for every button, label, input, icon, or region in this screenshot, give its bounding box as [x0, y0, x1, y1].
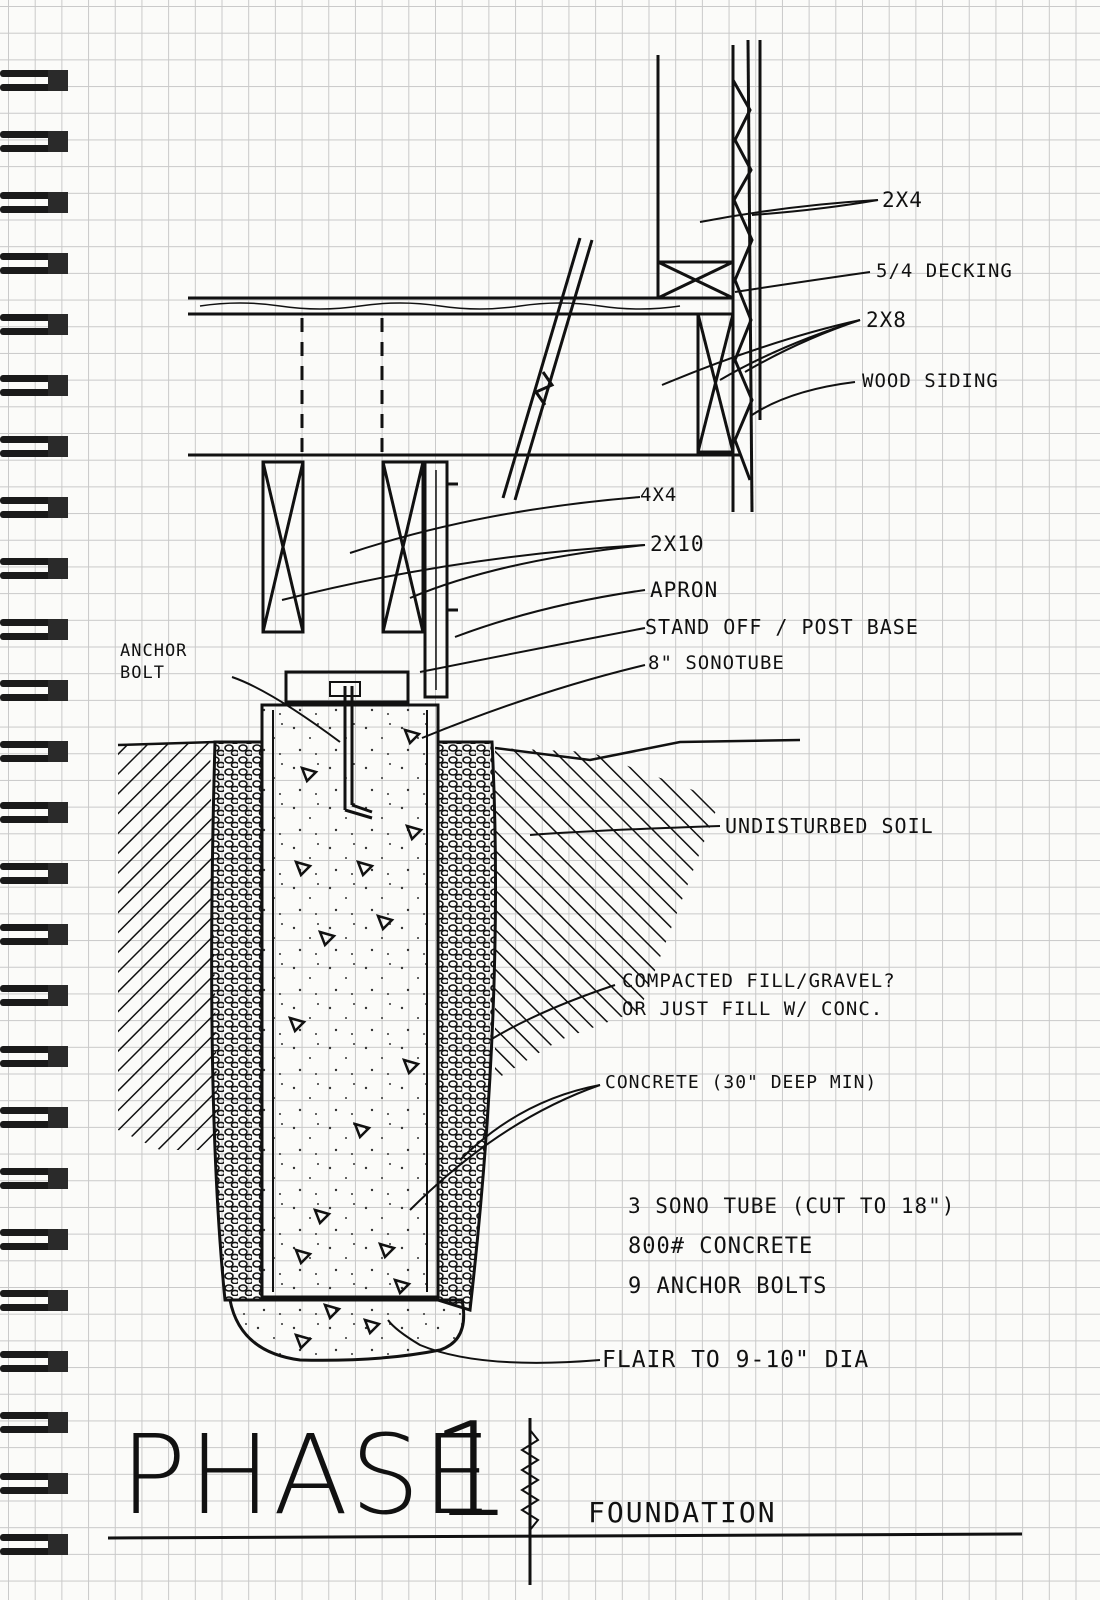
aggregate-stone: [402, 728, 422, 746]
title-number: 1: [430, 1394, 513, 1546]
flared-footing: [228, 1298, 466, 1362]
materials-line-1: 3 Sono Tube (cut to 18"): [628, 1194, 956, 1218]
aggregate-stone: [312, 1208, 332, 1226]
aggregate-stone: [293, 1248, 313, 1266]
aggregate: [287, 728, 424, 1351]
aggregate-stone: [287, 1016, 307, 1034]
aggregate-stone: [317, 930, 337, 948]
spiral-ring: [0, 558, 68, 579]
label-apron: Apron: [650, 578, 719, 602]
spiral-ring: [0, 436, 68, 457]
spiral-ring: [0, 1534, 68, 1555]
leader-lines: [231, 199, 879, 1364]
aggregate-stone: [355, 860, 375, 878]
label-fill-line-2: or Just Fill w/ Conc.: [622, 998, 884, 1020]
label-concrete: Concrete (30" Deep Min): [605, 1072, 878, 1093]
spiral-ring: [0, 1412, 68, 1433]
spiral-ring: [0, 1229, 68, 1250]
label-2x4: 2x4: [882, 188, 923, 212]
spiral-ring: [0, 985, 68, 1006]
label-decking: 5/4 Decking: [876, 260, 1013, 282]
spiral-ring: [0, 1107, 68, 1128]
spiral-ring: [0, 192, 68, 213]
aggregate-stone: [377, 1242, 397, 1260]
spiral-ring: [0, 314, 68, 335]
title-phase: Phase: [120, 1411, 494, 1539]
label-2x8: 2x8: [866, 308, 907, 332]
decking: [188, 296, 733, 316]
label-standoff: Stand off / Post Base: [645, 615, 919, 639]
spiral-ring: [0, 131, 68, 152]
label-fill-line-1: Compacted Fill/Gravel?: [622, 970, 896, 992]
spiral-ring: [0, 741, 68, 762]
label-undisturbed-soil: Undisturbed Soil: [725, 814, 934, 838]
materials-line-3: 9 Anchor Bolts: [628, 1274, 828, 1299]
spiral-ring: [0, 497, 68, 518]
title-rule: [107, 1418, 1023, 1585]
hidden-post: [300, 318, 384, 455]
apron: [423, 460, 458, 699]
break-line: [501, 237, 594, 501]
spiral-ring: [0, 253, 68, 274]
spiral-ring: [0, 863, 68, 884]
aggregate-stone: [293, 1333, 313, 1351]
spiral-ring: [0, 70, 68, 91]
spiral-ring: [0, 1046, 68, 1067]
spiral-ring: [0, 1290, 68, 1311]
gravel-fill: [210, 740, 497, 1312]
undisturbed-soil: [117, 738, 801, 1150]
wall-framing: [656, 39, 762, 513]
aggregate-stone: [375, 914, 395, 932]
aggregate-stone: [392, 1278, 412, 1296]
aggregate-stone: [401, 1058, 421, 1076]
anchor-bolt: [343, 686, 373, 820]
aggregate-stone: [362, 1318, 382, 1336]
title-subtitle: Foundation: [588, 1496, 777, 1529]
aggregate-stone: [404, 824, 424, 842]
label-flair: Flair to 9-10" DIA: [602, 1347, 870, 1373]
beam-2x10: [261, 460, 425, 634]
spiral-ring: [0, 1473, 68, 1494]
rim-joist: [696, 312, 735, 454]
label-wood-siding: Wood Siding: [862, 370, 999, 392]
label-2x10: 2x10: [650, 532, 705, 556]
aggregate-stone: [293, 860, 313, 878]
aggregate-stone: [322, 1303, 342, 1321]
spiral-ring: [0, 1168, 68, 1189]
label-4x4: 4x4: [640, 484, 678, 506]
post-base: [284, 670, 410, 704]
spiral-ring: [0, 1351, 68, 1372]
materials-line-2: 800# Concrete: [628, 1234, 814, 1259]
spiral-ring: [0, 924, 68, 945]
spiral-ring: [0, 802, 68, 823]
label-sonotube: 8" Sonotube: [648, 652, 785, 674]
spiral-ring: [0, 680, 68, 701]
aggregate-stone: [299, 766, 319, 784]
label-anchor-bolt: Anchor Bolt: [120, 641, 188, 683]
sonotube: [260, 703, 440, 1299]
spiral-ring: [0, 375, 68, 396]
aggregate-stone: [352, 1122, 372, 1140]
spiral-binding: [0, 70, 68, 1555]
spiral-ring: [0, 619, 68, 640]
